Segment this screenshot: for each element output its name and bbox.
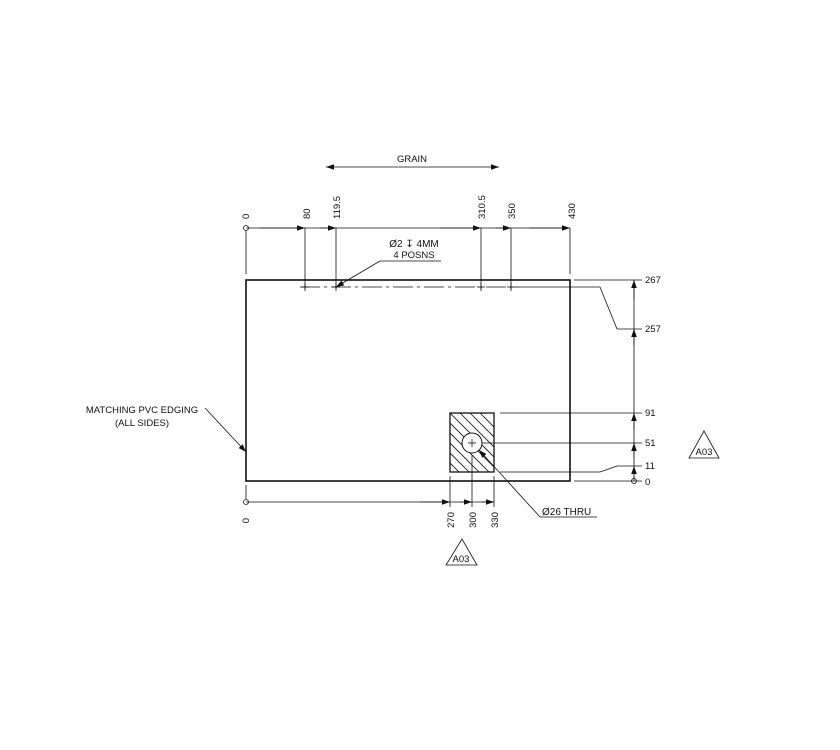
right-jog-257b: [599, 286, 618, 330]
bottom-dim-label-0: 0: [241, 518, 252, 523]
top-dim-label-350: 350: [507, 203, 518, 219]
grain-indicator: GRAIN: [326, 154, 499, 170]
section-label-bottom: A03: [453, 554, 470, 565]
bottom-dimensions: 0 270 300 330: [241, 455, 501, 528]
top-dim-origin: [243, 225, 249, 231]
top-dim-label-430: 430: [567, 203, 578, 219]
edging-note-line2: (ALL SIDES): [115, 418, 169, 429]
top-dim-label-310-5: 310.5: [477, 195, 488, 219]
section-marker-bottom: A03: [445, 538, 478, 566]
right-dim-label-257: 257: [645, 324, 661, 335]
right-dim-label-11: 11: [645, 461, 655, 472]
top-dim-label-80: 80: [302, 208, 313, 219]
section-marker-right: A03: [688, 430, 720, 459]
section-triangle-right: [688, 430, 720, 459]
section-label-right: A03: [696, 447, 713, 458]
bottom-dim-label-270: 270: [446, 512, 457, 528]
right-dimensions: 267 257 91 51 11 0: [482, 275, 661, 488]
hole-marker-80: [301, 283, 309, 291]
right-dim-label-0: 0: [645, 477, 650, 488]
right-jog-11b: [599, 465, 618, 473]
thru-callout-leader: [478, 449, 541, 518]
top-dim-label-0: 0: [241, 214, 252, 219]
hole-qty-note: 4 POSNS: [393, 250, 434, 261]
hole-callout: Ø2 ↧ 4MM 4 POSNS: [335, 239, 441, 288]
edging-note-line1: MATCHING PVC EDGING: [86, 405, 198, 416]
thru-callout: Ø26 THRU: [478, 449, 597, 518]
hole-row: [300, 283, 518, 291]
thru-note: Ø26 THRU: [542, 507, 591, 518]
hole-marker-310-5: [477, 283, 485, 291]
hatched-cutout: [449, 412, 495, 473]
top-dim-label-119-5: 119.5: [332, 196, 343, 219]
right-dim-label-91: 91: [645, 408, 656, 419]
right-dim-label-267: 267: [645, 275, 661, 286]
grain-label: GRAIN: [397, 154, 427, 165]
hole-callout-leader: [335, 260, 381, 288]
edging-leader: [204, 407, 247, 453]
bottom-dim-label-330: 330: [490, 512, 501, 528]
hole-marker-350: [507, 283, 515, 291]
panel-outline: [245, 279, 571, 482]
hole-diameter-note: Ø2 ↧ 4MM: [389, 239, 439, 250]
bottom-dim-origin: [243, 499, 249, 505]
right-dim-label-51: 51: [645, 438, 656, 449]
edging-callout: MATCHING PVC EDGING (ALL SIDES): [86, 405, 247, 453]
right-dim-origin: [631, 478, 637, 484]
section-triangle-bottom: [445, 538, 478, 566]
bottom-dim-label-300: 300: [468, 512, 479, 528]
top-dimensions: 0 80 119.5 310.5 350 430: [241, 195, 578, 289]
